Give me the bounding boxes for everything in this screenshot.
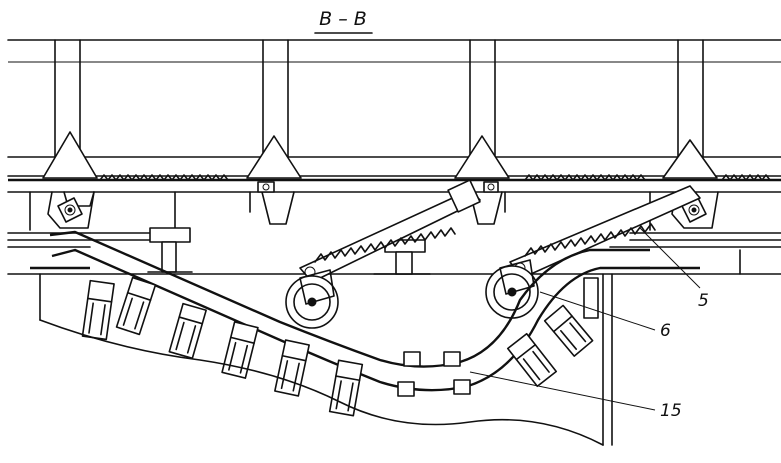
upper-frame bbox=[7, 39, 781, 177]
pivot-bracket-left bbox=[47, 191, 95, 229]
leader-15 bbox=[469, 371, 656, 411]
band-hooks bbox=[63, 191, 503, 225]
triangle-supports bbox=[42, 131, 718, 179]
band-pins bbox=[257, 181, 499, 193]
swing-arm-right bbox=[509, 185, 701, 279]
leader-5 bbox=[639, 227, 701, 289]
section-title-text: B – B bbox=[319, 8, 367, 30]
break-line bbox=[39, 319, 604, 446]
label-part-15: 15 bbox=[660, 401, 682, 421]
housing-walls bbox=[39, 249, 741, 446]
label-part-6: 6 bbox=[660, 321, 671, 341]
roller-left bbox=[285, 269, 339, 329]
leader-6 bbox=[539, 291, 656, 331]
swing-arm-left bbox=[299, 179, 481, 283]
cylinders bbox=[81, 276, 599, 417]
rail-band bbox=[7, 174, 781, 231]
callouts: 5 6 15 bbox=[469, 227, 709, 421]
hanging-mounts bbox=[147, 227, 431, 275]
section-title: B – B bbox=[314, 8, 373, 34]
label-part-5: 5 bbox=[698, 291, 709, 311]
